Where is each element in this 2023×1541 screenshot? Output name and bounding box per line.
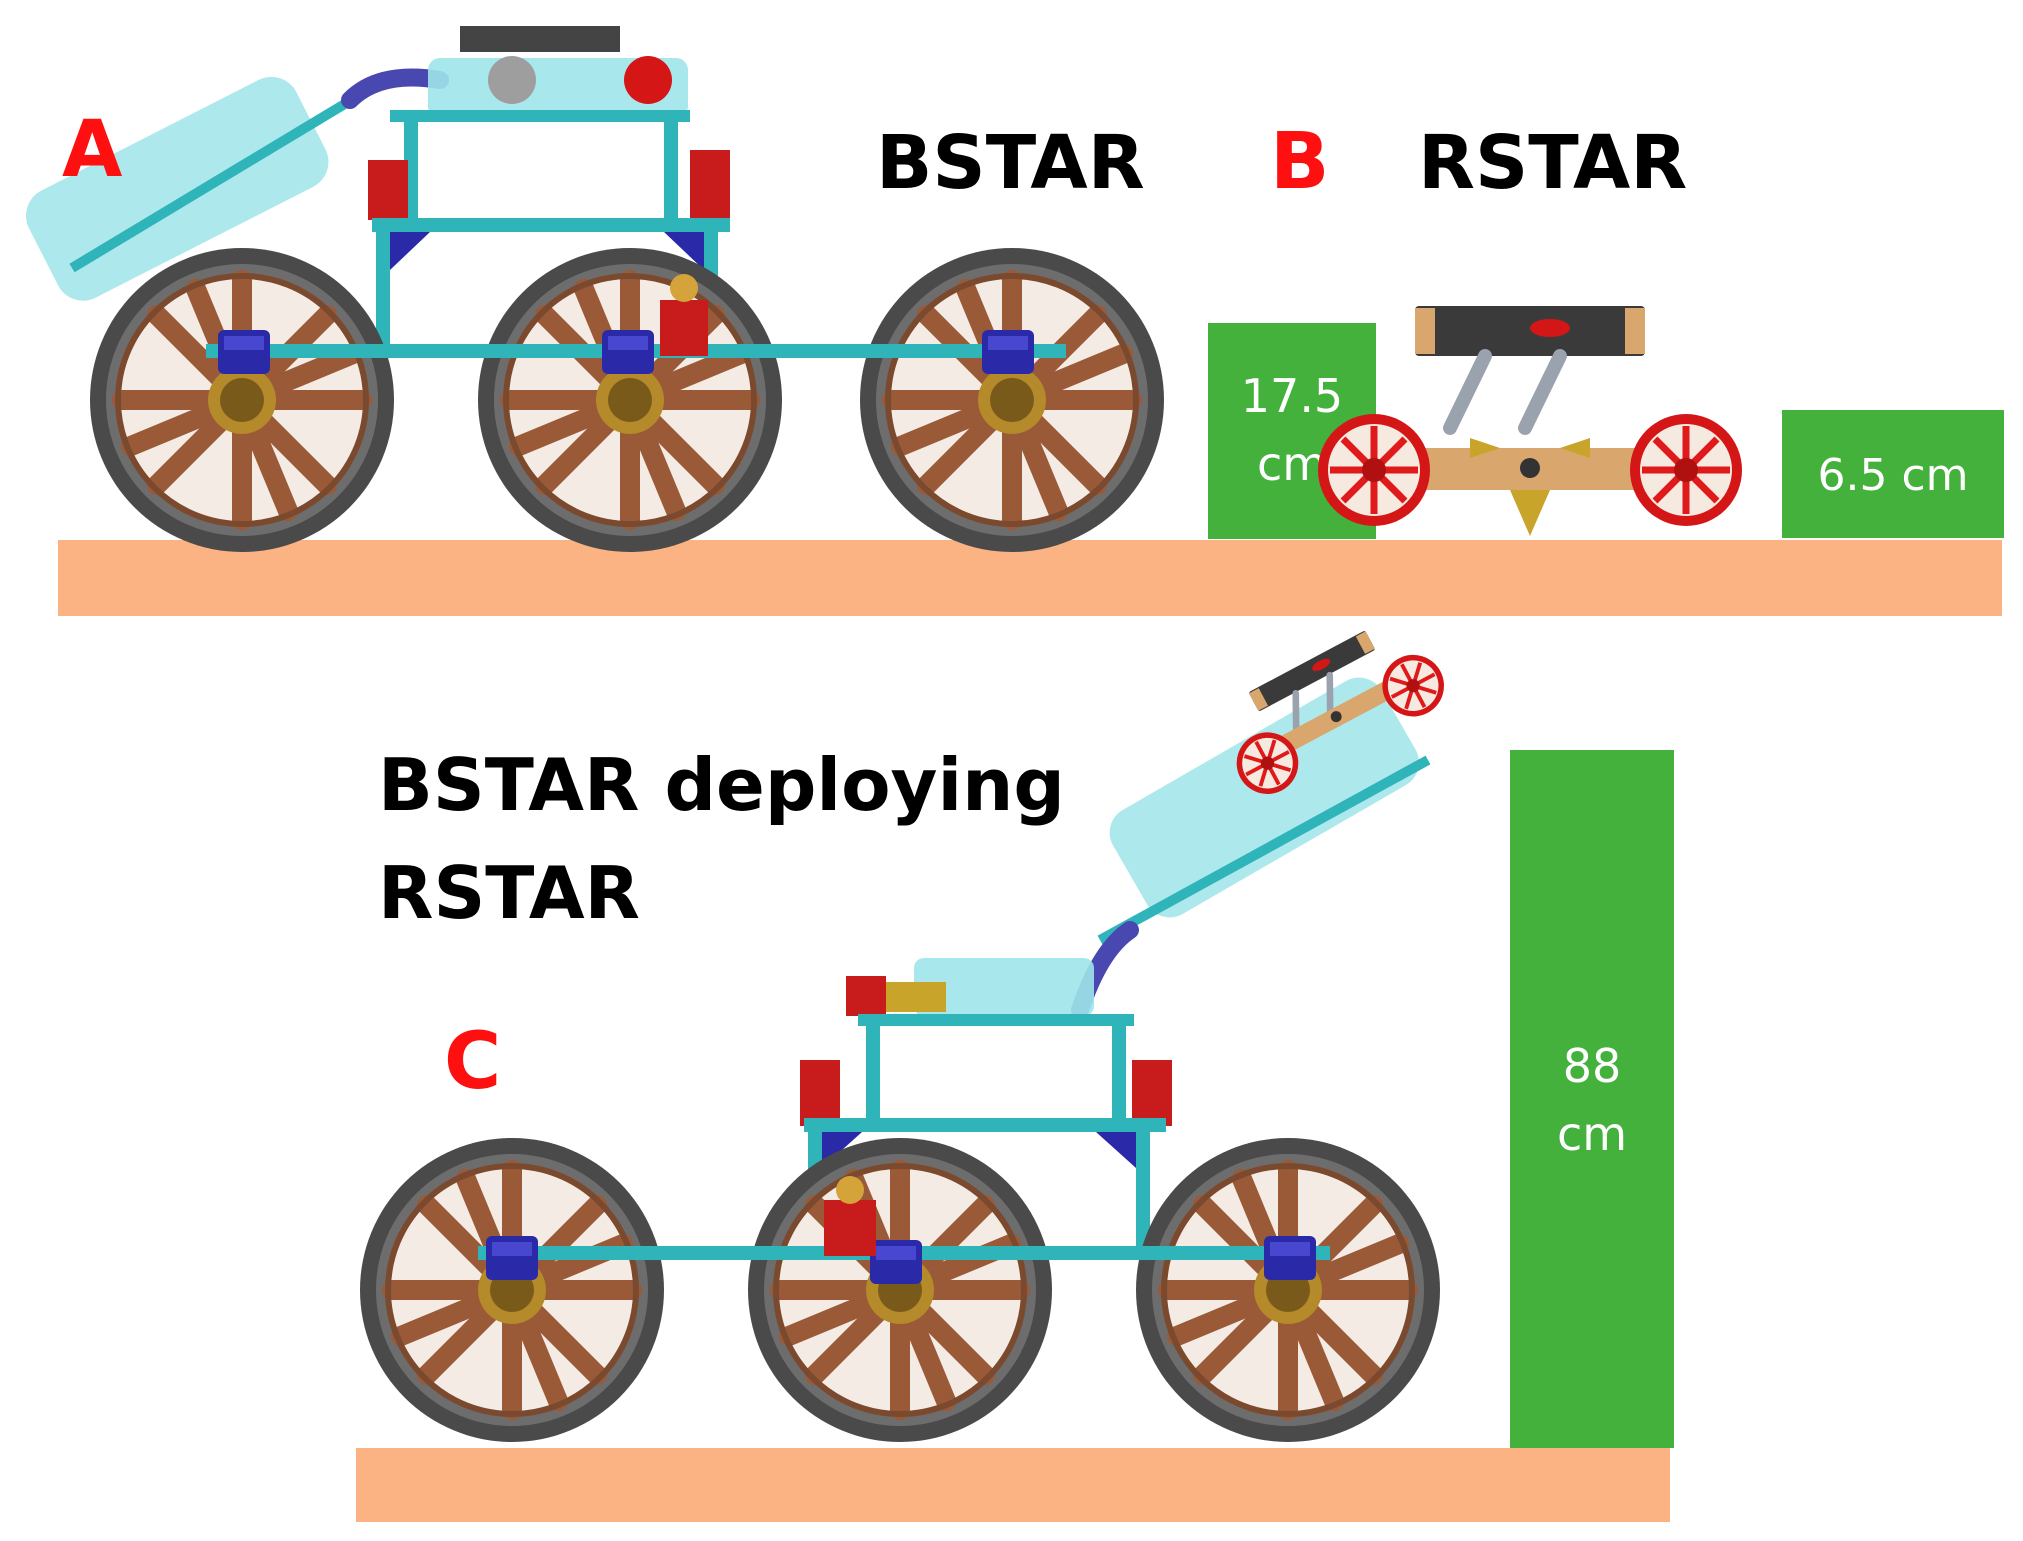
ground-top [58,540,2002,616]
bstar-deploying-robot [360,608,1457,1442]
bstar-height-unit: cm [1257,437,1327,491]
bstar-robot [25,26,1164,552]
deploy-height-unit: cm [1557,1107,1627,1161]
rstar-height-block [1782,410,2004,538]
rstar-title: RSTAR [1418,120,1687,206]
deploy-height-value: 88 [1563,1039,1622,1093]
deploy-height-block [1510,750,1674,1448]
deploying-title-line2: RSTAR [378,851,640,935]
panel-label-b: B [1270,117,1329,207]
deploying-title-line1: BSTAR deploying [378,743,1065,827]
panel-label-c: C [444,1017,501,1107]
bstar-title: BSTAR [876,120,1145,206]
rstar-robot [1318,306,1742,536]
bstar-height-value: 17.5 [1241,369,1343,423]
ground-bottom [356,1448,1670,1522]
panel-label-a: A [62,105,122,195]
rstar-height-label: 6.5 cm [1817,450,1968,501]
